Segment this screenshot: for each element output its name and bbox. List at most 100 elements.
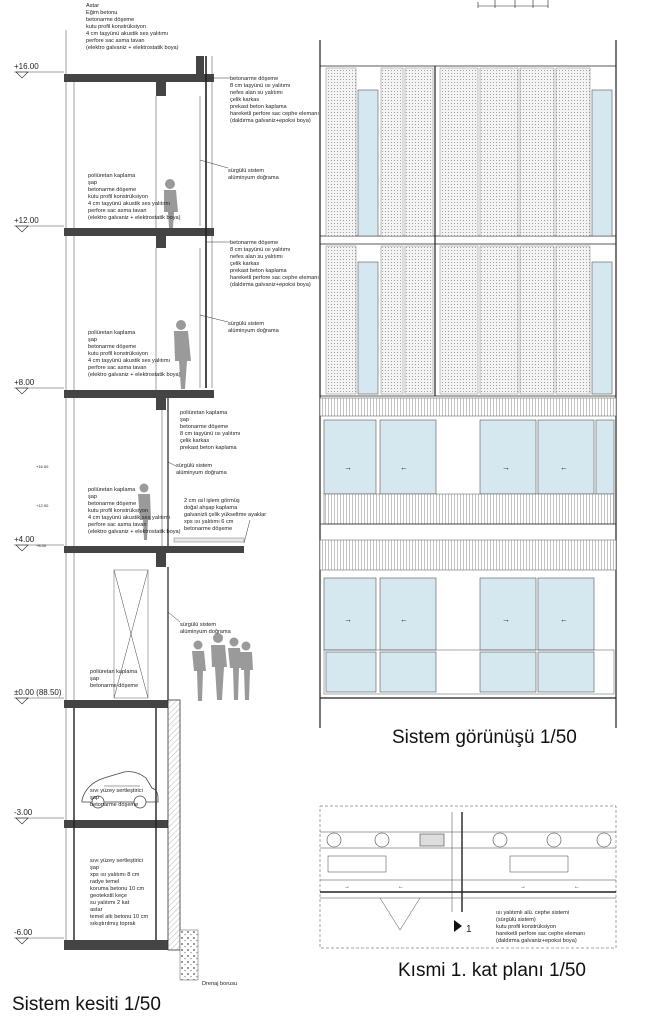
note-line: perfore sac asma tavan bbox=[88, 365, 146, 371]
note-line: alüminyum doğrama bbox=[228, 175, 280, 181]
drainage-gravel bbox=[179, 929, 199, 981]
note-line: poliüretan kaplama bbox=[88, 330, 136, 336]
arrow-right-icon: → bbox=[502, 463, 510, 472]
ground-note: poliüretan kaplama şap betonarme döşeme bbox=[90, 669, 139, 689]
human-group bbox=[192, 633, 253, 701]
note-line: betonarme döşeme bbox=[88, 187, 136, 193]
beam bbox=[156, 236, 166, 248]
facade-note: betonarme döşeme 8 cm taşyünü ısı yalıtı… bbox=[230, 76, 321, 124]
note-line: 4 cm taşyünü akustik ses yalıtımı bbox=[86, 31, 169, 37]
note-line: şap bbox=[90, 676, 99, 682]
floor-slab-4 bbox=[64, 546, 244, 553]
perforated-panel bbox=[325, 67, 357, 237]
note-line: temel altı betonu 10 cm bbox=[90, 914, 148, 920]
sliding-glass bbox=[537, 419, 595, 495]
section-marker-icon bbox=[454, 920, 462, 932]
facade-note: betonarme döşeme 8 cm taşyünü ısı yalıtı… bbox=[230, 240, 321, 288]
column-circle bbox=[374, 832, 390, 848]
sliding-note: sürgülü sistem alüminyum doğrama bbox=[228, 168, 280, 181]
note-line: şap bbox=[180, 417, 189, 423]
perforated-panel bbox=[555, 67, 591, 237]
note-line: prekast beton kaplama bbox=[180, 445, 237, 451]
leader-lines bbox=[167, 77, 251, 623]
basement-note: sıvı yüzey sertleştirici şap xps ısı yal… bbox=[90, 858, 150, 927]
note-line: poliüretan kaplama bbox=[88, 173, 136, 179]
note-line: prekast beton kaplama bbox=[230, 104, 287, 110]
note-line: (sürgülü sistem) bbox=[496, 917, 536, 923]
note-line: alüminyum doğrama bbox=[180, 629, 232, 635]
precast-band bbox=[319, 397, 617, 417]
note-line: su yalıtımı 2 kat bbox=[90, 900, 130, 906]
sliding-note: sürgülü sistem alüminyum doğrama bbox=[228, 321, 280, 334]
perforated-panel bbox=[380, 67, 404, 237]
system-section: +16.00 +12.00 +8.00 +4.00 ±0.00 (88.50) … bbox=[12, 0, 549, 1015]
note-line: 4 cm taşyünü akustik ses yalıtımı bbox=[88, 358, 171, 364]
note-line: ısı yalıtımlı alü. cephe sistemi bbox=[496, 910, 569, 916]
perforated-panel bbox=[555, 245, 591, 395]
level-label: +8.00 bbox=[14, 378, 35, 387]
balcony-wall-note: poliüretan kaplama şap betonarme döşeme … bbox=[180, 410, 242, 451]
partial-floor-plan: → ← → ← 1 ısı yalıtımlı alü. cephe siste… bbox=[319, 805, 617, 981]
note-line: betonarme döşeme bbox=[180, 424, 228, 430]
perforated-panel bbox=[439, 67, 479, 237]
note-line: alüminyum doğrama bbox=[228, 328, 280, 334]
note-line: şap bbox=[88, 337, 97, 343]
arrow-left-icon: ← bbox=[560, 463, 568, 472]
roof-slab bbox=[64, 74, 214, 82]
note-line: nefes alan su yalıtımı bbox=[230, 90, 283, 96]
arrow-left-icon: ← bbox=[400, 463, 408, 472]
note-line: (daldırma galvaniz+epoksi boya) bbox=[230, 118, 311, 124]
note-line: xps ısı yalıtımı 6 cm bbox=[184, 519, 234, 525]
retaining-wall bbox=[167, 699, 181, 951]
note-line: şap bbox=[90, 795, 99, 801]
mini-level-label: +12.00 bbox=[36, 503, 49, 508]
sliding-note: sürgülü sistem alüminyum doğrama bbox=[180, 622, 232, 635]
perforated-panel bbox=[479, 245, 519, 395]
note-line: (elektro galvaniz + elektrostatik boya) bbox=[88, 215, 181, 221]
note-line: çelik karkas bbox=[230, 261, 259, 267]
window-pane bbox=[591, 89, 613, 237]
arrow-right-icon: → bbox=[344, 884, 350, 890]
human-figure bbox=[138, 483, 151, 540]
perforated-panel bbox=[380, 245, 404, 395]
top-detail-fragment bbox=[477, 0, 549, 8]
note-line: betonarme döşeme bbox=[90, 802, 138, 808]
note-line: sürgülü sistem bbox=[228, 168, 264, 174]
note-line: 4 cm taşyünü akustik ses yalıtımı bbox=[88, 515, 171, 521]
sliding-note: sürgülü sistem alüminyum doğrama bbox=[176, 463, 228, 476]
sliding-glass bbox=[379, 577, 437, 651]
plan-note: ısı yalıtımlı alü. cephe sistemi (sürgül… bbox=[496, 910, 587, 944]
arrow-left-icon: ← bbox=[574, 884, 580, 890]
car-silhouette bbox=[81, 771, 159, 809]
note-line: astar bbox=[90, 907, 103, 913]
note-line: perfore sac asma tavan bbox=[88, 208, 146, 214]
arrow-left-icon: ← bbox=[400, 615, 408, 624]
note-line: hareketli perfore sac cephe elemanı bbox=[496, 931, 585, 937]
note-line: 8 cm taşyünü ısı yalıtımı bbox=[230, 83, 291, 89]
note-line: kutu profil konstrüksiyon bbox=[86, 24, 146, 30]
sliding-glass bbox=[537, 577, 595, 651]
note-line: Astar bbox=[86, 3, 99, 9]
note-line: sürgülü sistem bbox=[180, 622, 216, 628]
note-line: (daldırma galvaniz+epoksi boya) bbox=[230, 282, 311, 288]
note-line: betonarme döşeme bbox=[88, 344, 136, 350]
human-figure bbox=[164, 179, 178, 228]
note-line: betonarme döşeme bbox=[184, 526, 232, 532]
note-line: sıvı yüzey sertleştirici bbox=[90, 788, 143, 794]
note-line: 8 cm taşyünü ısı yalıtımı bbox=[230, 247, 291, 253]
note-line: poliüretan kaplama bbox=[90, 669, 138, 675]
deck-boards bbox=[173, 537, 245, 543]
note-line: nefes alan su yalıtımı bbox=[230, 254, 283, 260]
arrow-right-icon: → bbox=[344, 615, 352, 624]
mini-level-label: +16.00 bbox=[36, 464, 49, 469]
human-figure bbox=[174, 320, 191, 389]
note-line: şap bbox=[90, 865, 99, 871]
note-line: betonarme döşeme bbox=[230, 76, 278, 82]
note-line: çelik karkas bbox=[180, 438, 209, 444]
floor-note: poliüretan kaplama şap betonarme döşeme … bbox=[88, 330, 181, 378]
note-line: (elektro galvaniz + elektrostatik boya) bbox=[88, 529, 181, 535]
note-line: alüminyum doğrama bbox=[176, 470, 228, 476]
note-line: sürgülü sistem bbox=[176, 463, 212, 469]
interior-door bbox=[113, 569, 149, 699]
floor-note: poliüretan kaplama şap betonarme döşeme … bbox=[88, 173, 181, 221]
